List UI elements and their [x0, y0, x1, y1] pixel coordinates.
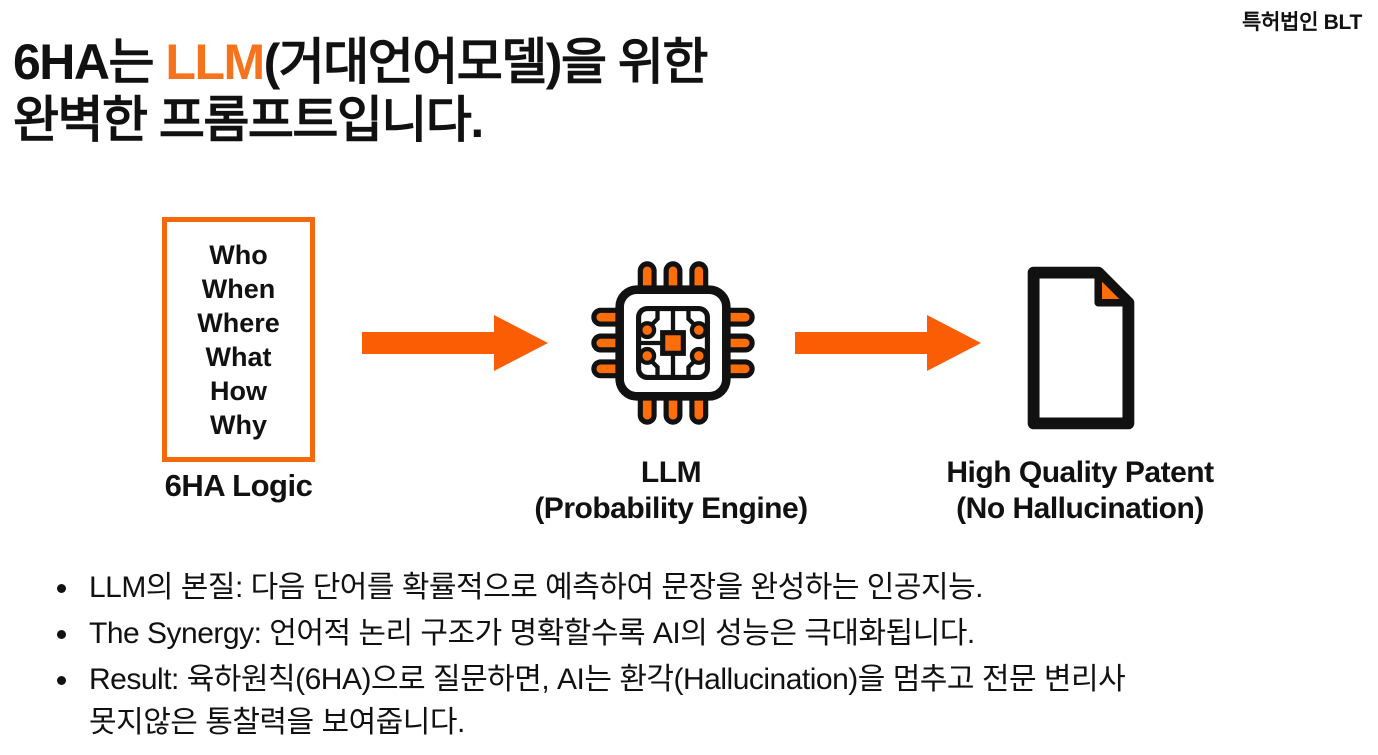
page-title: 6HA는 LLM(거대언어모델)을 위한 완벽한 프롬프트입니다. — [13, 33, 709, 149]
llm-node-subtitle: (Probability Engine) — [534, 492, 808, 525]
6ha-logic-box: Who When Where What How Why — [162, 217, 315, 462]
bullet-item-result: Result: 육하원칙(6HA)으로 질문하면, AI는 환각(Halluci… — [48, 658, 1298, 744]
title-prefix: 6HA는 — [13, 34, 166, 90]
patent-node-label: High Quality Patent (No Hallucination) — [919, 455, 1241, 527]
llm-node-title: LLM — [640, 456, 702, 489]
document-icon — [1027, 266, 1135, 430]
6ha-item-what: What — [205, 341, 272, 372]
brand-logo: 특허법인 BLT — [1242, 11, 1362, 34]
patent-node-subtitle: (No Hallucination) — [956, 492, 1204, 525]
title-suffix: (거대언어모델)을 위한 — [263, 34, 709, 90]
bullet-item-llm-essence: LLM의 본질: 다음 단어를 확률적으로 예측하여 문장을 완성하는 인공지능… — [48, 566, 1298, 609]
6ha-item-how: How — [210, 375, 267, 406]
cpu-chip-icon — [591, 261, 755, 425]
6ha-item-who: Who — [209, 239, 268, 270]
bullet-text-line2: 못지않은 통찰력을 보여줍니다. — [89, 706, 465, 739]
6ha-logic-label: 6HA Logic — [164, 468, 313, 503]
patent-node-title: High Quality Patent — [946, 456, 1214, 489]
arrow-right-icon — [795, 315, 981, 371]
title-line1: 6HA는 LLM(거대언어모델)을 위한 — [13, 33, 709, 91]
bullet-list: LLM의 본질: 다음 단어를 확률적으로 예측하여 문장을 완성하는 인공지능… — [48, 566, 1298, 747]
llm-node-label: LLM (Probability Engine) — [520, 455, 822, 527]
6ha-item-where: Where — [197, 307, 280, 338]
arrow-right-icon — [362, 315, 548, 371]
title-line2: 완벽한 프롬프트입니다. — [13, 92, 484, 148]
bullet-text-line1: Result: 육하원칙(6HA)으로 질문하면, AI는 환각(Halluci… — [89, 663, 1126, 696]
6ha-item-why: Why — [210, 409, 267, 440]
title-llm-highlight: LLM — [165, 34, 265, 90]
6ha-item-when: When — [201, 273, 276, 304]
bullet-item-synergy: The Synergy: 언어적 논리 구조가 명확할수록 AI의 성능은 극대… — [48, 612, 1298, 655]
bullet-text: The Synergy: 언어적 논리 구조가 명확할수록 AI의 성능은 극대… — [89, 617, 975, 650]
bullet-text: LLM의 본질: 다음 단어를 확률적으로 예측하여 문장을 완성하는 인공지능… — [89, 571, 984, 604]
